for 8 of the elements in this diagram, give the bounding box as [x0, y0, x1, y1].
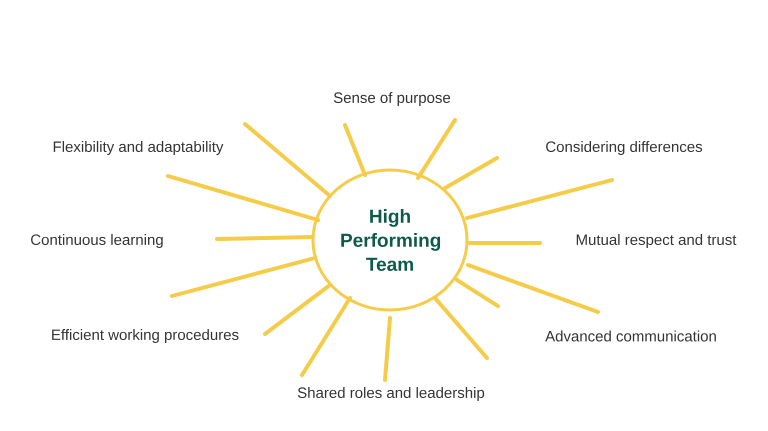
trait-label: Sense of purpose [334, 92, 450, 106]
trait-label: Efficient working procedures [52, 329, 238, 343]
trait-label: Mutual respect and trust [576, 234, 736, 248]
trait-label: Advanced communication [545, 330, 716, 342]
trait-label: Flexibility and adaptability [54, 141, 224, 155]
trait-label: Continuous learning [31, 234, 163, 248]
trait-label: Considering differences [546, 141, 702, 155]
trait-label: Shared roles and leadership [298, 387, 484, 401]
